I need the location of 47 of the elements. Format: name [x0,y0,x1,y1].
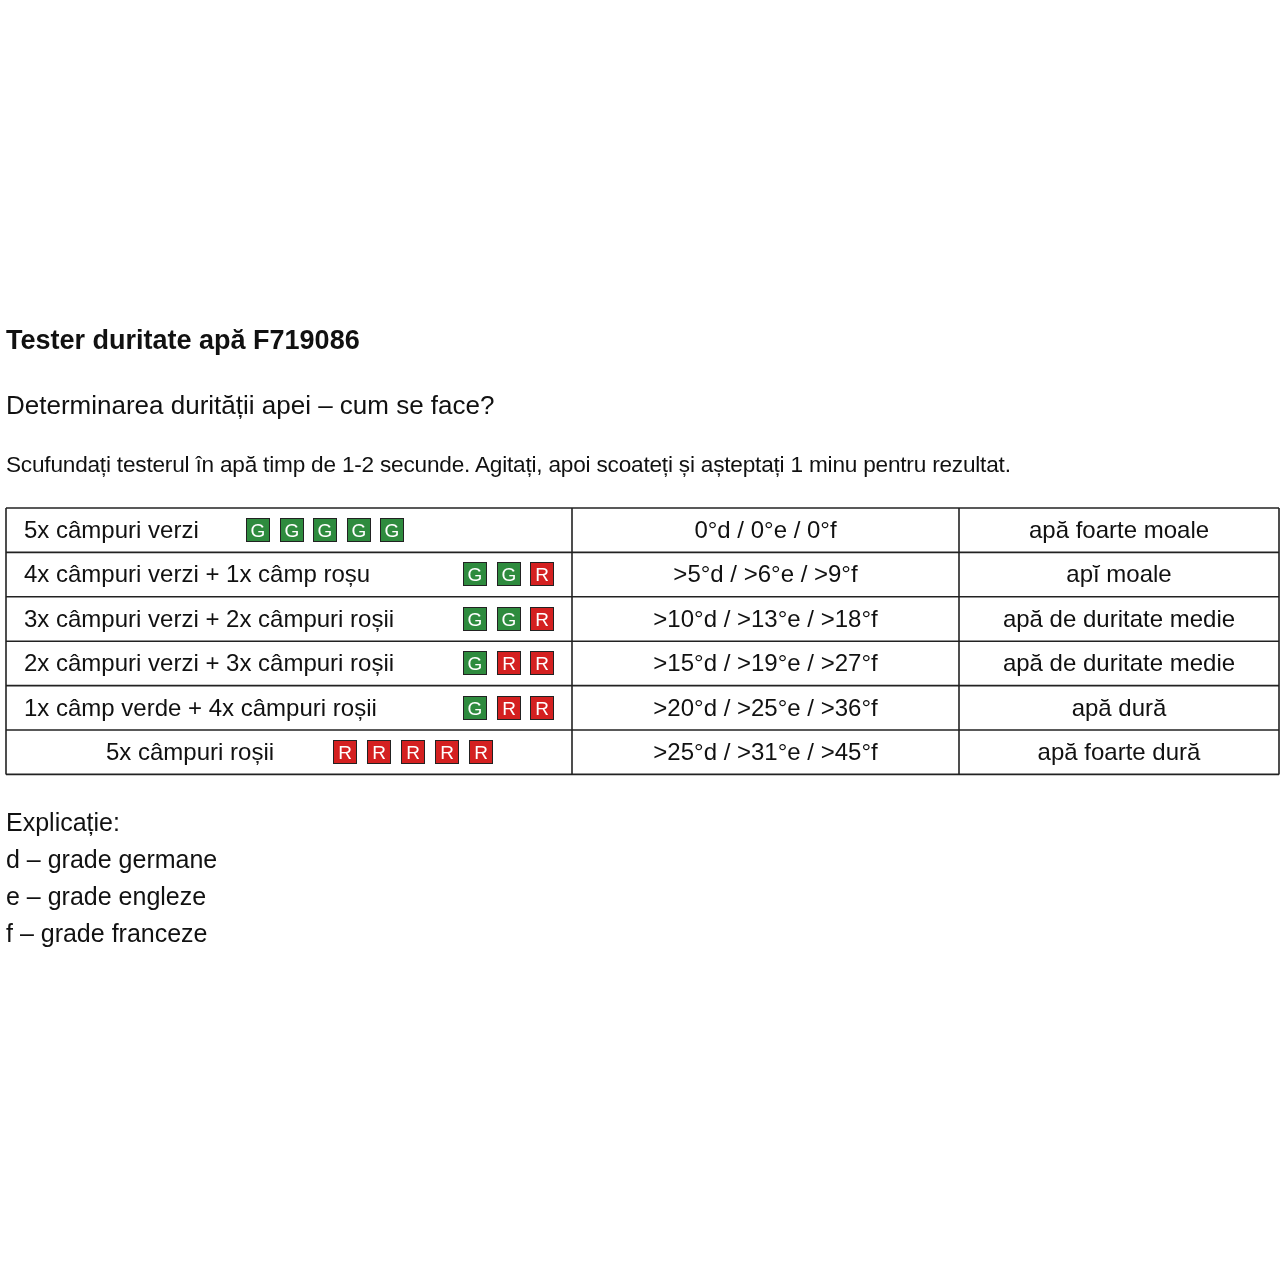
color-field-badge: R [333,740,357,764]
color-field-badge: G [347,518,371,542]
color-field-badge: G [380,518,404,542]
hardness-category: apă foarte moale [1027,515,1211,545]
color-field-badge: G [463,651,487,676]
hardness-category: apă dură [1070,692,1168,723]
legend-text: f – grade franceze [6,919,208,948]
instruction-text: Scufundați testerul în apă timp de 1-2 secunde. Agitați, apoi scoateți și așteptați 1 minu pentru rezultat. [6,452,1011,478]
legend-heading: Explicație: [6,808,120,837]
color-field-badge: G [463,606,487,631]
subheading: Determinarea durității apei – cum se face? [6,390,495,421]
result-description: 4x câmpuri verzi + 1x câmp roșu [24,559,371,590]
color-field-badge: R [497,651,521,676]
hardness-value: 0°d / 0°e / 0°f [693,515,838,545]
color-field-badge: R [530,651,554,676]
color-field-badge: G [497,562,521,587]
hardness-value: >25°d / >31°e / >45°f [652,737,879,767]
result-description: 3x câmpuri verzi + 2x câmpuri roșii [24,603,395,634]
color-field-badge: G [497,606,521,631]
color-field-badge: R [401,740,425,764]
legend-text: e – grade engleze [6,882,207,911]
color-field-badge: R [469,740,493,764]
color-field-badge: R [435,740,459,764]
hardness-category: apă de duritate medie [1001,603,1237,634]
hardness-value: >5°d / >6°e / >9°f [672,559,859,590]
color-field-badge: R [530,695,554,720]
color-field-badge: G [280,518,304,542]
color-field-badge: G [463,695,487,720]
hardness-value: >20°d / >25°e / >36°f [652,692,879,723]
color-field-badge: G [246,518,270,542]
hardness-category: apă de duritate medie [1001,648,1237,679]
hardness-value: >10°d / >13°e / >18°f [652,603,879,634]
heading: Tester duritate apă F719086 [6,325,360,356]
hardness-category: apă foarte dură [1036,737,1202,767]
color-field-badge: G [313,518,337,542]
color-field-badge: G [463,562,487,587]
result-description: 5x câmpuri verzi [24,515,199,545]
color-field-badge: R [497,695,521,720]
legend-text: d – grade germane [6,845,218,874]
result-description: 1x câmp verde + 4x câmpuri roșii [24,692,377,723]
result-description: 2x câmpuri verzi + 3x câmpuri roșii [24,648,395,679]
result-description: 5x câmpuri roșii [106,737,275,767]
color-field-badge: R [530,562,554,587]
hardness-value: >15°d / >19°e / >27°f [652,648,879,679]
hardness-category: apĭ moale [1065,559,1173,590]
color-field-badge: R [367,740,391,764]
color-field-badge: R [530,606,554,631]
